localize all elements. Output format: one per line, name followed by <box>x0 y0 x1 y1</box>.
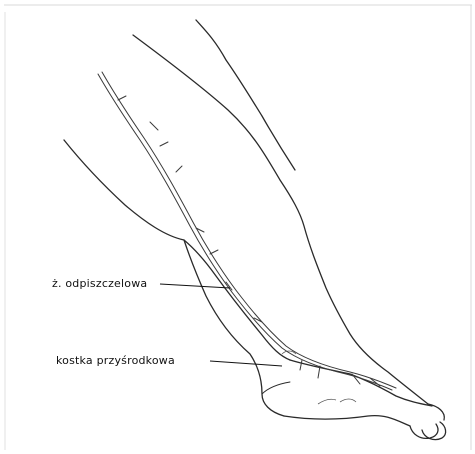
vein-line-1 <box>98 74 392 390</box>
vein-branch-1 <box>118 96 126 100</box>
vein-branch-9 <box>300 360 302 370</box>
foot-dorsum <box>290 360 432 406</box>
vein-line-2 <box>102 72 396 388</box>
vein-branch-11 <box>352 374 360 384</box>
label-medial-malleolus: kostka przyśrodkowa <box>56 354 175 367</box>
ankle-shading <box>282 351 356 404</box>
calf-outline <box>184 240 284 416</box>
shin-outline <box>64 140 290 360</box>
leader-saphenous-vein <box>160 284 230 288</box>
label-saphenous-vein: ż. odpiszczelowa <box>52 277 147 290</box>
vein-branch-2 <box>150 122 158 130</box>
toe-1 <box>410 424 438 438</box>
leader-medial-malleolus <box>210 361 282 366</box>
leg-outline-posterior <box>133 35 428 404</box>
foot-sole <box>284 416 410 426</box>
heel-detail <box>262 382 290 394</box>
vein-branch-4 <box>176 166 182 172</box>
toe-3 <box>428 404 444 420</box>
vein-branch-6 <box>210 250 218 254</box>
vein-branch-3 <box>160 142 168 146</box>
